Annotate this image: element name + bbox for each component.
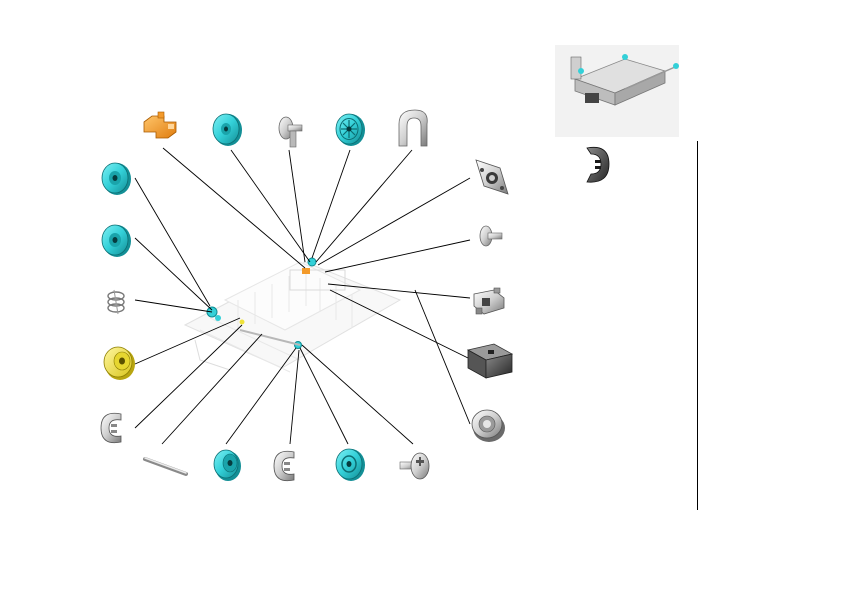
gear-icon: [335, 113, 365, 146]
screw-icon: [399, 452, 430, 480]
pin-icon: [479, 225, 503, 247]
spring-icon: [107, 289, 125, 315]
pin-icon: [278, 116, 303, 148]
assembly-icon: [555, 45, 679, 137]
plate-icon: [475, 159, 509, 195]
connector-icon: [473, 287, 505, 315]
pulley-icon: [213, 449, 241, 481]
clip-icon: [398, 109, 428, 147]
divider-line: [697, 141, 698, 510]
bushing-icon: [471, 409, 505, 442]
shaft-icon: [143, 457, 188, 476]
bracket-icon: [143, 111, 177, 139]
roller-icon: [101, 162, 131, 195]
leader-lines: [134, 147, 471, 445]
roller-icon: [335, 448, 365, 481]
block-icon: [466, 343, 514, 379]
e-clip-icon: [100, 412, 122, 444]
main-assembly: [183, 261, 402, 373]
roller-icon: [212, 113, 242, 146]
e-clip-icon: [586, 146, 610, 183]
e-clip-icon: [273, 450, 295, 482]
roller-icon: [101, 224, 131, 257]
assembly-highlights: [206, 257, 317, 349]
pulley-icon: [103, 346, 135, 380]
